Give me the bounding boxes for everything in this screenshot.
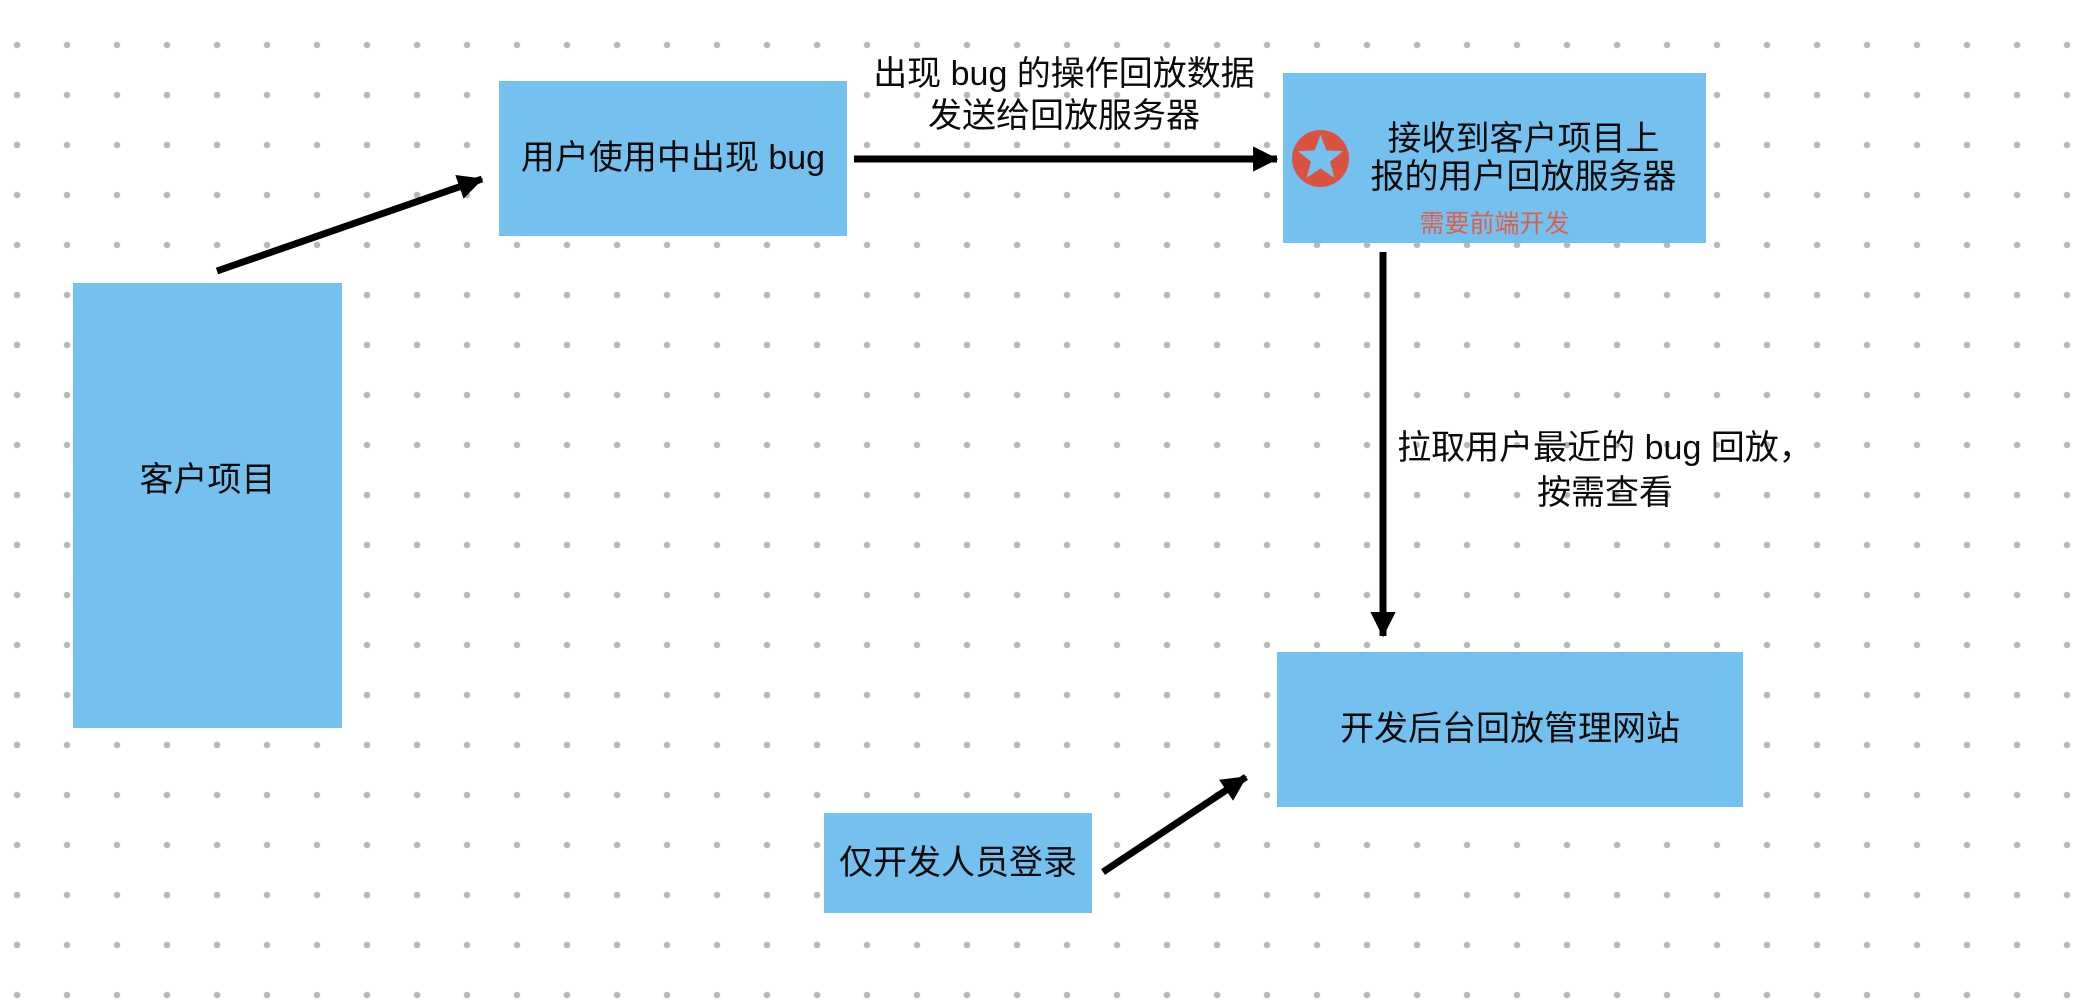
node-replay-server-label: 接收到客户项目上 报的用户回放服务器 (1370, 120, 1677, 196)
arrow-login-to-admin[interactable] (1101, 774, 1248, 875)
node-user-bug[interactable]: 用户使用中出现 bug (499, 81, 847, 236)
node-dev-login-label: 仅开发人员登录 (839, 843, 1077, 882)
edge-label-pull-replay[interactable]: 拉取用户最近的 bug 回放， 按需查看 (1397, 429, 1813, 512)
node-admin-site-label: 开发后台回放管理网站 (1340, 710, 1680, 749)
needs-frontend-annotation: 需要前端开发 (1419, 209, 1570, 238)
node-replay-server[interactable]: 接收到客户项目上 报的用户回放服务器 需要前端开发 (1283, 73, 1706, 243)
star-icon (1292, 130, 1349, 187)
node-client-project-label: 客户项目 (139, 461, 276, 500)
node-dev-login[interactable]: 仅开发人员登录 (824, 813, 1092, 913)
edge-label-send-replay-data[interactable]: 出现 bug 的操作回放数据 发送给回放服务器 (873, 55, 1255, 135)
node-user-bug-label: 用户使用中出现 bug (520, 139, 826, 178)
node-client-project[interactable]: 客户项目 (73, 283, 342, 728)
node-admin-site[interactable]: 开发后台回放管理网站 (1277, 652, 1743, 807)
arrow-client-to-bug[interactable] (215, 174, 484, 275)
